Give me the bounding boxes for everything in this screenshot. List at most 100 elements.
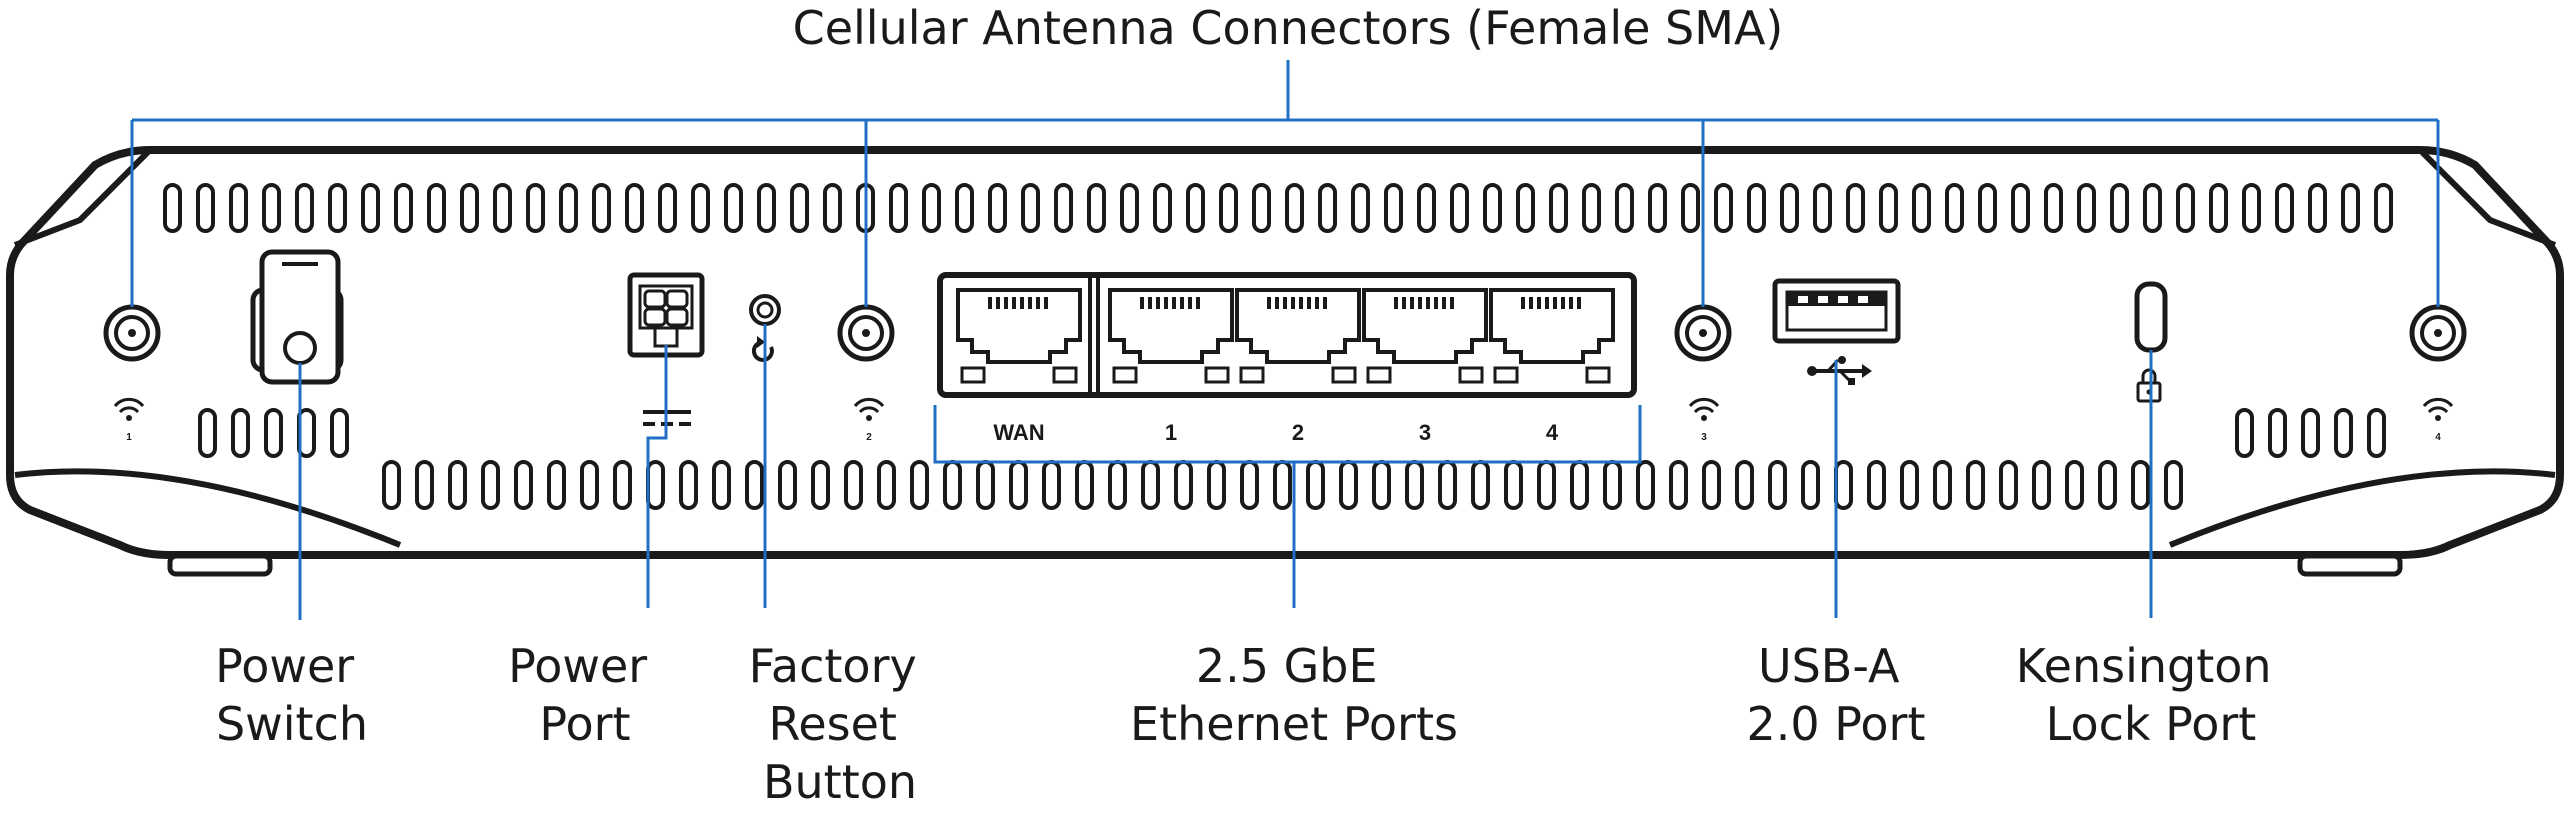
- antenna-number-1: 1: [126, 432, 132, 443]
- vent-slot: [1846, 183, 1865, 233]
- vent-slot: [1405, 460, 1424, 510]
- vent-slot: [1471, 460, 1490, 510]
- chassis-bevel-left: [13, 147, 153, 248]
- chassis-bevel-right: [2417, 147, 2557, 248]
- vent-slot: [1615, 183, 1634, 233]
- vent-slot: [1912, 183, 1931, 233]
- vent-slot: [1054, 183, 1073, 233]
- vent-slot: [955, 183, 974, 233]
- chassis-bevel-bottom-right: [2168, 468, 2556, 548]
- ethernet-port-2[interactable]: [1235, 288, 1361, 384]
- vent-slot: [264, 408, 283, 458]
- vent-row-top: [163, 183, 2393, 233]
- vent-slot: [2098, 460, 2117, 510]
- vent-slot: [1339, 460, 1358, 510]
- vent-slot: [1966, 460, 1985, 510]
- vent-slot: [1702, 460, 1721, 510]
- vent-slot: [778, 460, 797, 510]
- vent-slot: [1273, 460, 1292, 510]
- vent-slot: [976, 460, 995, 510]
- chassis-foot-right: [2297, 553, 2403, 577]
- vent-slot: [1153, 183, 1172, 233]
- vent-slot: [811, 460, 830, 510]
- chassis-foot-left: [167, 553, 273, 577]
- vent-slot: [559, 183, 578, 233]
- antenna-number-4: 4: [2435, 432, 2441, 443]
- vent-slot: [330, 408, 349, 458]
- antenna-connector-3[interactable]: [1674, 304, 1732, 362]
- vent-slot: [1867, 460, 1886, 510]
- vent-slot: [679, 460, 698, 510]
- vent-slot: [1780, 183, 1799, 233]
- vent-slot: [922, 183, 941, 233]
- vent-slot: [481, 460, 500, 510]
- vent-slot: [1603, 460, 1622, 510]
- vent-slot: [1669, 460, 1688, 510]
- vent-slot: [691, 183, 710, 233]
- vent-slot: [1021, 183, 1040, 233]
- reset-icon: [751, 336, 774, 362]
- ethernet-port-3[interactable]: [1362, 288, 1488, 384]
- vent-slot: [2209, 183, 2228, 233]
- vent-slot: [394, 183, 413, 233]
- power-switch[interactable]: [250, 249, 344, 385]
- antenna-connector-4[interactable]: [2409, 304, 2467, 362]
- vent-row-bottom: [198, 408, 2386, 510]
- power-port[interactable]: [627, 272, 705, 358]
- ethernet-port-label: WAN: [993, 420, 1044, 445]
- ethernet-port-1[interactable]: [1108, 288, 1234, 384]
- vent-slot: [361, 183, 380, 233]
- factory-reset-label: Factory Reset Button: [749, 639, 932, 809]
- vent-slot: [382, 460, 401, 510]
- vent-slot: [229, 183, 248, 233]
- vent-slot: [427, 183, 446, 233]
- vent-slot: [1141, 460, 1160, 510]
- vent-slot: [658, 183, 677, 233]
- vent-slot: [943, 460, 962, 510]
- vent-slot: [613, 460, 632, 510]
- vent-slot: [2334, 408, 2353, 458]
- ethernet-label: 2.5 GbE Ethernet Ports: [1130, 639, 1458, 751]
- kensington-label: Kensington Lock Port: [2016, 639, 2286, 751]
- vent-slot: [1570, 460, 1589, 510]
- kensington-lock-port[interactable]: [2134, 281, 2168, 353]
- antenna-connector-2[interactable]: [837, 304, 895, 362]
- vent-slot: [547, 460, 566, 510]
- vent-slot: [196, 183, 215, 233]
- vent-slot: [1240, 460, 1259, 510]
- vent-slot: [493, 183, 512, 233]
- lock-icon: [2136, 368, 2162, 403]
- vent-slot: [1813, 183, 1832, 233]
- vent-slot: [2367, 408, 2386, 458]
- usb-a-port[interactable]: [1772, 278, 1901, 344]
- ethernet-port-label: 2: [1292, 420, 1304, 445]
- vent-slot: [1999, 460, 2018, 510]
- vent-slot: [1714, 183, 1733, 233]
- vent-slot: [745, 460, 764, 510]
- antenna-icon: 4: [2422, 397, 2454, 443]
- ethernet-port-wan[interactable]: [956, 288, 1082, 384]
- vent-slot: [1120, 183, 1139, 233]
- ethernet-port-4[interactable]: [1489, 288, 1615, 384]
- vent-slot: [2341, 183, 2360, 233]
- vent-slot: [1933, 460, 1952, 510]
- vent-slot: [712, 460, 731, 510]
- vent-slot: [988, 183, 1007, 233]
- vent-slot: [1252, 183, 1271, 233]
- vent-slot: [295, 183, 314, 233]
- antenna-icon: 1: [113, 397, 145, 443]
- vent-slot: [2374, 183, 2393, 233]
- vent-slot: [1768, 460, 1787, 510]
- factory-reset-button[interactable]: [749, 294, 781, 326]
- vent-slot: [2143, 183, 2162, 233]
- ethernet-port-label: 1: [1165, 420, 1177, 445]
- antenna-connector-1[interactable]: [103, 304, 161, 362]
- ethernet-port-label: 4: [1546, 420, 1559, 445]
- antenna-callout-label: Cellular Antenna Connectors (Female SMA): [793, 1, 1784, 55]
- vent-slot: [1549, 183, 1568, 233]
- vent-slot: [724, 183, 743, 233]
- vent-slot: [1801, 460, 1820, 510]
- vent-slot: [1450, 183, 1469, 233]
- vent-slot: [1075, 460, 1094, 510]
